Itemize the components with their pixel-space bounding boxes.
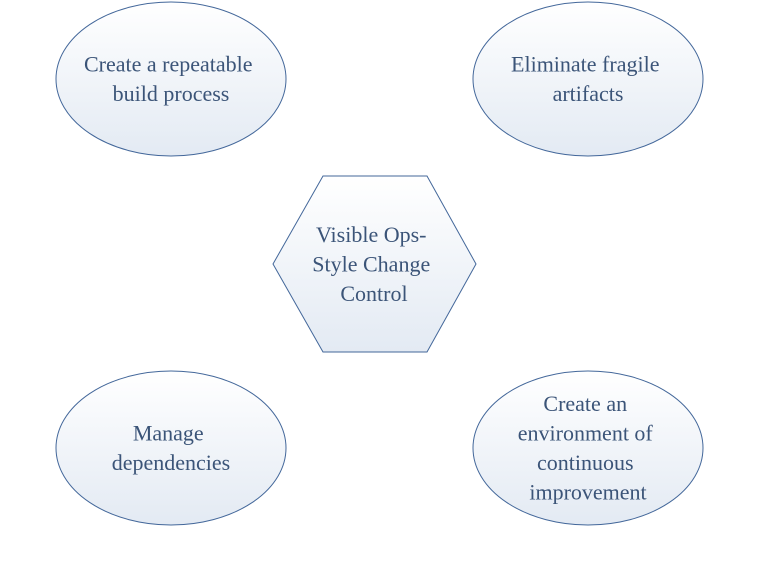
node-bottom-right: Create an environment of continuous impr… [472,370,704,526]
node-center-line-1: Visible Ops- [316,222,427,247]
node-bottom-left-ellipse [55,370,287,526]
node-top-right-label: Eliminate fragile artifacts [511,52,665,107]
node-bottom-left-label: Manage dependencies [112,421,231,476]
node-bottom-right-line-4: improvement [529,480,646,505]
node-center: Visible Ops- Style Change Control [272,175,477,353]
node-bottom-right-label: Create an environment of continuous impr… [518,391,659,505]
node-bottom-left-line-1: Manage [133,421,204,446]
node-top-left: Create a repeatable build process [55,1,287,157]
node-top-right-line-2: artifacts [553,81,624,106]
node-bottom-left-line-2: dependencies [112,450,231,475]
node-top-left-line-1: Create a repeatable [84,52,253,77]
node-top-right: Eliminate fragile artifacts [472,1,704,157]
node-center-label: Visible Ops- Style Change Control [312,222,435,306]
node-top-right-ellipse [472,1,704,157]
node-bottom-right-ellipse [472,370,704,526]
node-center-line-2: Style Change [312,252,430,277]
node-center-hexagon [272,175,477,353]
node-top-right-line-1: Eliminate fragile [511,52,659,77]
node-center-line-3: Control [340,281,407,306]
node-bottom-right-line-1: Create an [543,391,627,416]
node-bottom-left: Manage dependencies [55,370,287,526]
node-top-left-label: Create a repeatable build process [84,52,258,107]
node-bottom-right-line-3: continuous [537,450,634,475]
node-top-left-ellipse [55,1,287,157]
node-bottom-right-line-2: environment of [518,421,654,446]
node-top-left-line-2: build process [113,81,230,106]
